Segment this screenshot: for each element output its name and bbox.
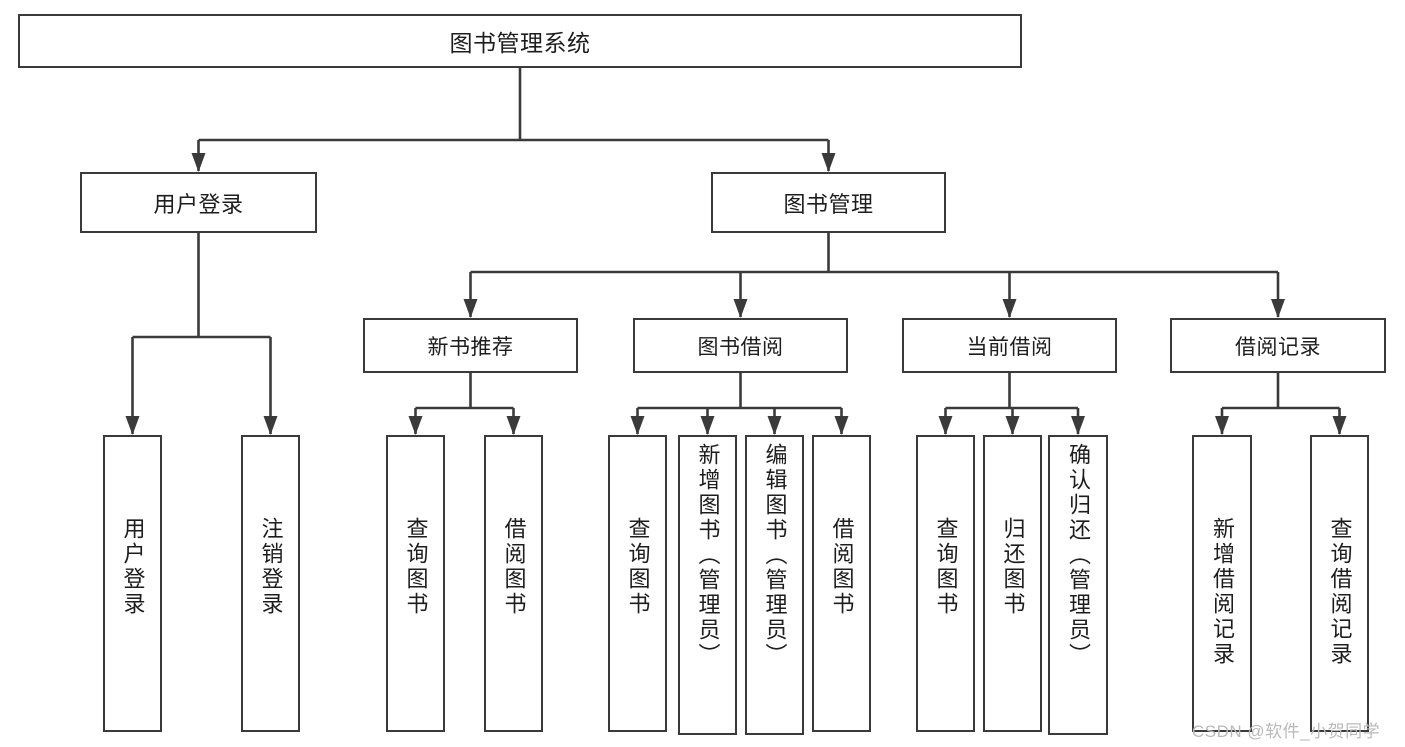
arrow-leaf-add-rec [1215, 416, 1229, 435]
node-leaf-user-login[interactable]: 用户登录 [103, 435, 162, 732]
node-leaf-query-rec[interactable]: 查询借阅记录 [1310, 435, 1369, 732]
node-label: 新增借阅记录 [1210, 517, 1235, 667]
node-label: 归还图书 [1000, 517, 1026, 617]
arrow-book-borrow [733, 299, 748, 318]
node-user-login[interactable]: 用户登录 [80, 172, 317, 233]
arrow-leaf-user-login [125, 416, 140, 435]
arrow-leaf-borrow-1 [506, 416, 521, 435]
node-label: 注销登录 [258, 517, 284, 617]
node-label: 新增图书（管理员） [695, 443, 721, 668]
arrow-leaf-return [1005, 416, 1020, 435]
node-label: 借阅图书 [829, 517, 855, 617]
watermark-text: CSDN @软件_小贺同学 [1192, 722, 1381, 741]
node-label: 图书借阅 [697, 335, 784, 359]
node-leaf-borrow-2[interactable]: 借阅图书 [812, 435, 871, 732]
node-leaf-add-book[interactable]: 新增图书（管理员） [678, 435, 737, 735]
node-current-borrow[interactable]: 当前借阅 [902, 318, 1117, 373]
node-leaf-query-1[interactable]: 查询图书 [386, 435, 445, 732]
node-leaf-query-3[interactable]: 查询图书 [916, 435, 975, 732]
arrow-current-borrow [1002, 299, 1017, 318]
arrow-leaf-query-2 [630, 416, 645, 435]
node-label: 借阅图书 [501, 517, 527, 617]
node-book-borrow[interactable]: 图书借阅 [633, 318, 848, 373]
node-leaf-return[interactable]: 归还图书 [983, 435, 1042, 732]
arrow-leaf-add-book [700, 416, 715, 435]
node-label: 图书管理 [783, 191, 874, 217]
node-label: 查询图书 [403, 517, 429, 617]
arrow-leaf-query-3 [938, 416, 953, 435]
node-label: 图书管理系统 [449, 30, 591, 56]
node-label: 查询借阅记录 [1327, 517, 1353, 667]
arrow-leaf-logout [263, 416, 278, 435]
arrow-leaf-borrow-2 [834, 416, 849, 435]
node-root[interactable]: 图书管理系统 [18, 14, 1022, 68]
arrow-borrow-record [1271, 299, 1285, 318]
node-label: 当前借阅 [966, 335, 1053, 359]
arrow-new-book-rec [463, 299, 478, 318]
node-label: 编辑图书（管理员） [762, 443, 788, 668]
node-leaf-query-2[interactable]: 查询图书 [608, 435, 667, 732]
arrow-book-manage [821, 153, 836, 172]
node-label: 用户登录 [120, 517, 146, 617]
arrow-leaf-query-rec [1332, 416, 1347, 435]
node-label: 查询图书 [625, 517, 651, 617]
arrow-leaf-edit-book [767, 416, 782, 435]
node-label: 新书推荐 [427, 335, 514, 359]
node-label: 确认归还（管理员） [1066, 443, 1091, 668]
node-leaf-edit-book[interactable]: 编辑图书（管理员） [745, 435, 804, 735]
node-leaf-logout[interactable]: 注销登录 [241, 435, 300, 732]
node-leaf-confirm[interactable]: 确认归还（管理员） [1048, 435, 1108, 735]
node-leaf-add-rec[interactable]: 新增借阅记录 [1192, 435, 1252, 732]
node-label: 查询图书 [933, 517, 959, 617]
node-borrow-record[interactable]: 借阅记录 [1170, 318, 1386, 373]
arrow-leaf-query-1 [408, 416, 423, 435]
node-label: 借阅记录 [1235, 335, 1321, 359]
arrow-user-login [191, 153, 206, 172]
arrow-leaf-confirm [1071, 416, 1085, 435]
node-leaf-borrow-1[interactable]: 借阅图书 [484, 435, 543, 732]
node-book-manage[interactable]: 图书管理 [711, 172, 946, 233]
node-new-book-rec[interactable]: 新书推荐 [363, 318, 578, 373]
node-label: 用户登录 [153, 191, 244, 217]
